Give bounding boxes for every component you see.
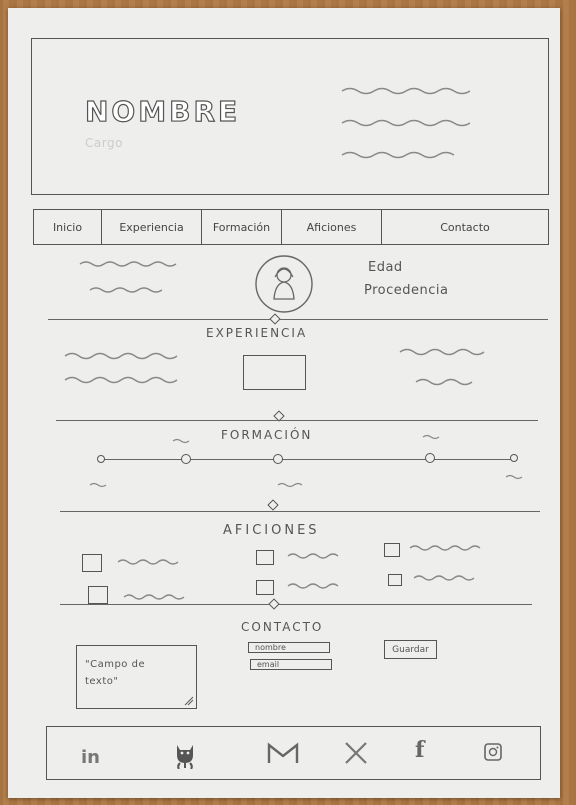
nav-item-contacto[interactable]: Contacto xyxy=(440,220,490,234)
nav-item-inicio[interactable]: Inicio xyxy=(34,210,102,244)
timeline-point[interactable] xyxy=(97,455,105,463)
divider-diamond-icon xyxy=(267,499,279,511)
profile-age-label: Edad xyxy=(368,260,403,275)
hobby-checkbox[interactable] xyxy=(256,550,274,565)
section-divider xyxy=(56,420,538,421)
nav-item-experiencia[interactable]: Experiencia xyxy=(102,210,202,244)
section-title-contact: Contacto xyxy=(241,620,324,634)
x-icon[interactable] xyxy=(343,740,369,766)
save-button-label: Guardar xyxy=(392,644,429,655)
instagram-icon[interactable] xyxy=(483,742,503,762)
contact-message-textarea[interactable]: "Campo de texto" xyxy=(76,645,197,709)
experience-text-right xyxy=(399,348,485,386)
email-field[interactable]: email xyxy=(250,659,332,670)
nav-item-formacion[interactable]: Formación xyxy=(202,210,282,244)
resize-handle-icon[interactable] xyxy=(184,696,194,706)
section-title-education: Formación xyxy=(221,428,313,442)
page-title: NOMBRE xyxy=(84,94,241,128)
nav-item-aficiones[interactable]: Aficiones xyxy=(282,210,382,244)
hobby-checkbox[interactable] xyxy=(256,580,274,595)
name-field[interactable]: nombre xyxy=(248,642,330,653)
section-title-hobbies: Aficiones xyxy=(223,523,320,538)
timeline-point[interactable] xyxy=(510,454,518,462)
hobby-label-placeholder xyxy=(117,559,179,565)
profile-origin-label: Procedencia xyxy=(364,283,449,298)
divider-diamond-icon xyxy=(269,313,281,325)
timeline-text-placeholders xyxy=(89,434,523,488)
header-text-placeholder xyxy=(341,87,471,159)
section-divider xyxy=(60,604,532,605)
hobby-label-placeholder xyxy=(287,583,339,589)
profile-text-placeholder xyxy=(79,261,177,293)
github-icon[interactable] xyxy=(171,737,199,769)
hobby-label-placeholder xyxy=(409,545,481,551)
section-divider xyxy=(60,511,540,512)
timeline-line xyxy=(102,459,514,460)
nav-bar: Inicio Experiencia Formación Aficiones C… xyxy=(33,209,549,245)
experience-image-placeholder xyxy=(243,355,306,390)
linkedin-icon[interactable]: in xyxy=(81,747,100,768)
section-title-experience: Experiencia xyxy=(206,326,308,340)
hobby-checkbox[interactable] xyxy=(88,586,108,604)
hobby-label-placeholder xyxy=(287,553,339,559)
hobby-checkbox[interactable] xyxy=(388,574,402,586)
paper-sheet: NOMBRE Cargo Inicio Experiencia Formació… xyxy=(8,8,560,798)
divider-diamond-icon xyxy=(268,598,280,610)
hobby-label-placeholder xyxy=(123,594,185,600)
hobby-checkbox[interactable] xyxy=(82,554,102,572)
timeline-point[interactable] xyxy=(273,454,283,464)
page-subtitle: Cargo xyxy=(85,136,123,150)
gmail-icon[interactable] xyxy=(267,741,299,765)
textarea-placeholder: "Campo de texto" xyxy=(85,659,146,687)
timeline-point[interactable] xyxy=(425,453,435,463)
facebook-icon[interactable]: f xyxy=(415,737,425,763)
experience-text-left xyxy=(64,352,178,384)
footer-bar: in f xyxy=(46,726,541,780)
hobby-label-placeholder xyxy=(413,575,475,581)
timeline-point[interactable] xyxy=(181,454,191,464)
section-divider xyxy=(48,319,548,320)
save-button[interactable]: Guardar xyxy=(384,640,437,659)
profile-avatar-icon xyxy=(255,255,313,313)
hobby-checkbox[interactable] xyxy=(384,543,400,557)
header-box: NOMBRE Cargo xyxy=(31,38,549,195)
